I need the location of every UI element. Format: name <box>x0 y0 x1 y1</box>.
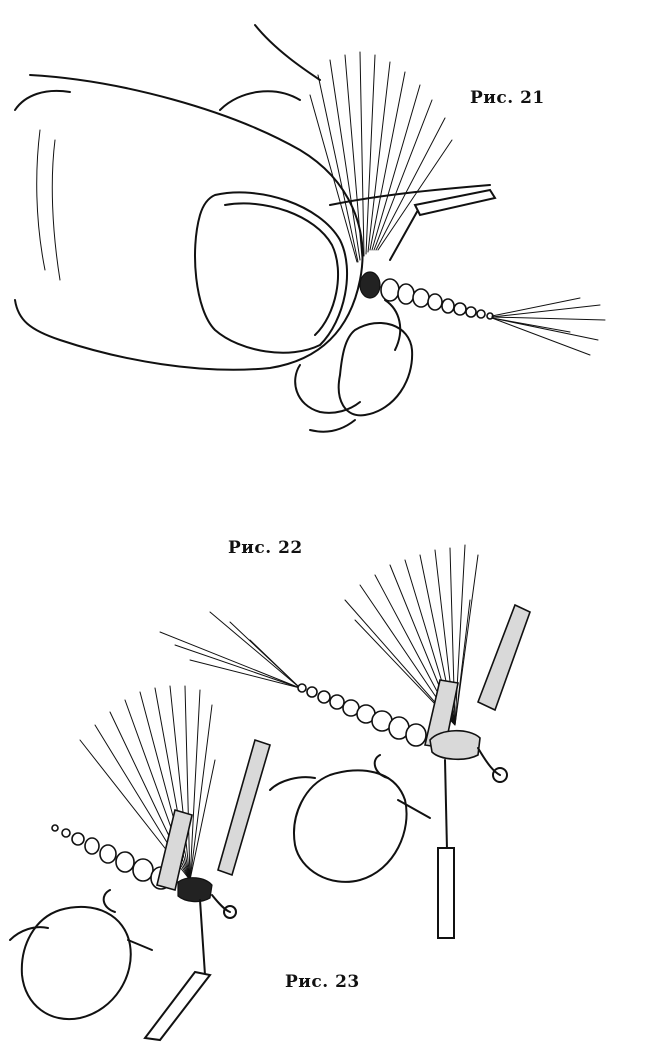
figure-21-caption: Рис. 21 <box>470 88 545 108</box>
figure-23-caption: Рис. 23 <box>285 972 360 992</box>
figure-21-illustration <box>14 24 606 433</box>
figure-22-caption: Рис. 22 <box>228 538 303 558</box>
